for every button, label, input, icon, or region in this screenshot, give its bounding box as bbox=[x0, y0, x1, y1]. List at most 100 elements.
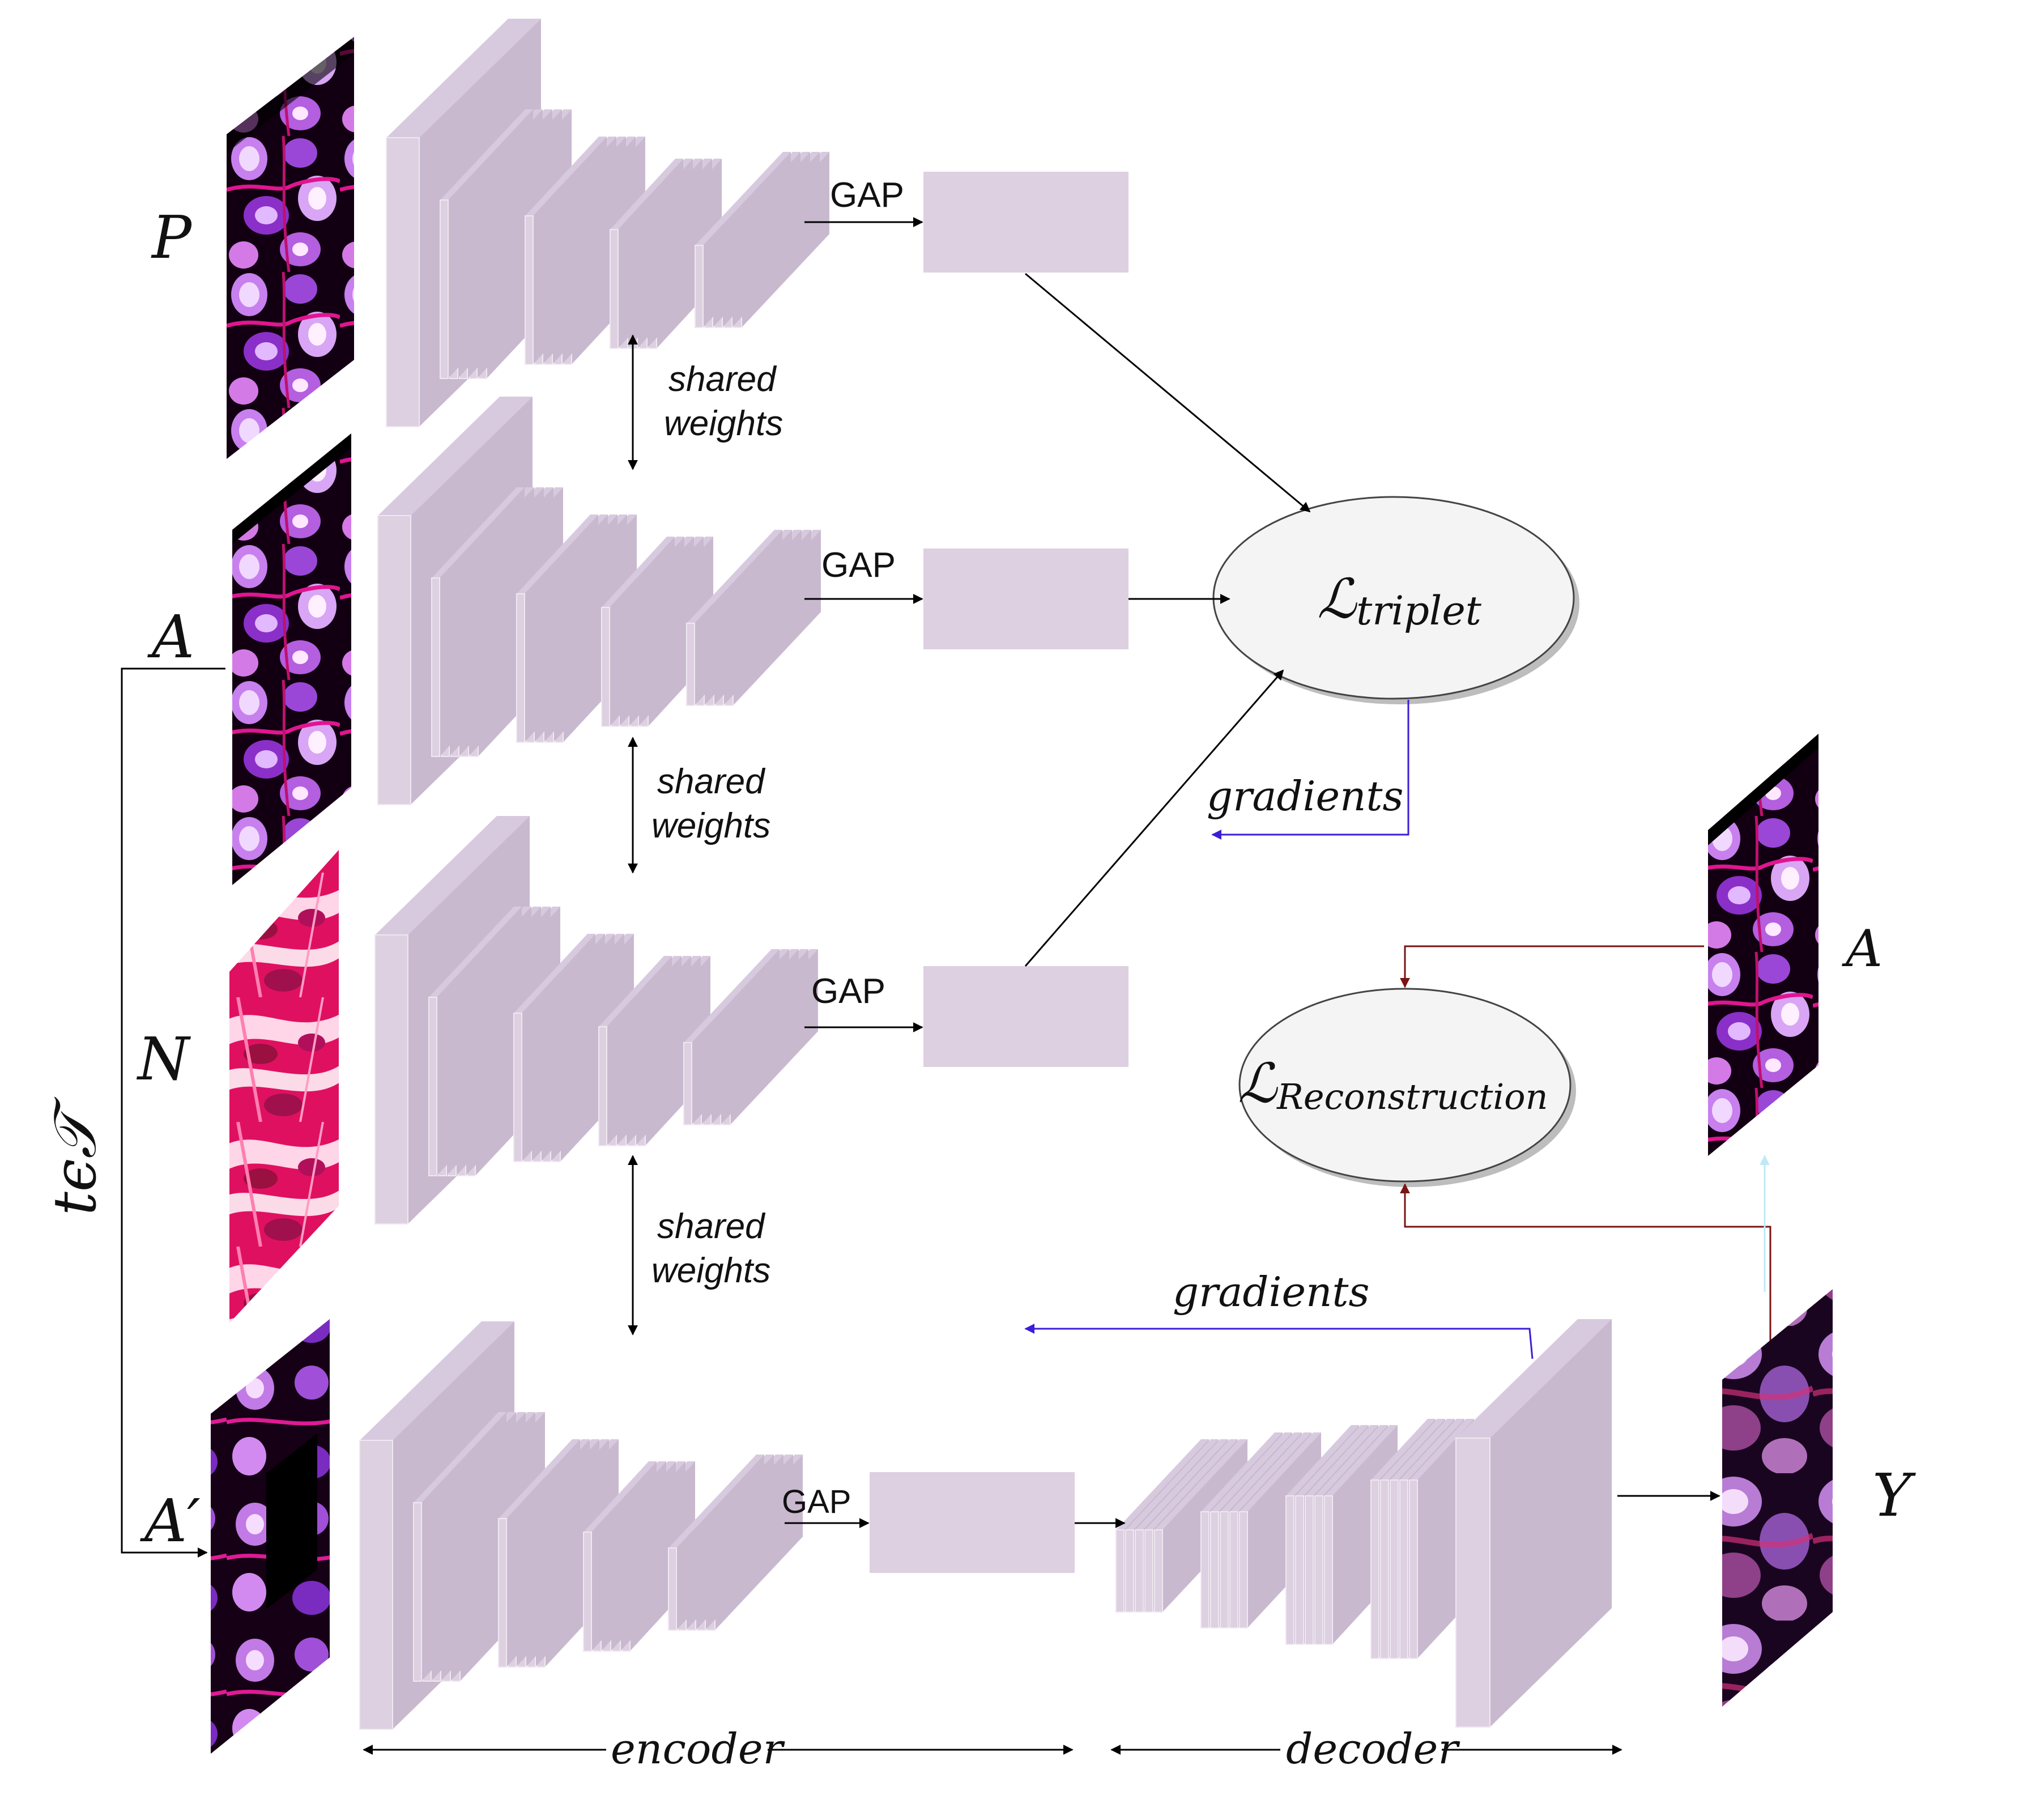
encoder-masked-block-0-layer-0-front bbox=[413, 1502, 422, 1682]
encoder-anchor-block-2-layer-0-side bbox=[610, 537, 675, 726]
encoder-negative-block-1-layer-0-side bbox=[522, 934, 595, 1162]
encoder-positive-block-0-layer-0-top bbox=[440, 109, 533, 200]
label-positive: P bbox=[151, 203, 193, 272]
shared-weights-3: shared weights bbox=[628, 1155, 770, 1336]
encoder-stack-positive bbox=[386, 19, 829, 427]
gap-connector-positive: GAP bbox=[804, 176, 923, 227]
label-output: Y bbox=[1872, 1461, 1916, 1530]
decoder-block-1-layer-4-front bbox=[1239, 1511, 1248, 1628]
decoder-gradients-label: gradients bbox=[1173, 1268, 1369, 1316]
target-image bbox=[1708, 734, 1818, 1156]
decoder-block-2-layer-2-front bbox=[1305, 1495, 1314, 1645]
triplet-loss-symbol: ℒ bbox=[1317, 567, 1357, 631]
decoder-block-0-layer-2-top bbox=[1135, 1439, 1228, 1530]
decoder-block-1-layer-4-top bbox=[1240, 1432, 1321, 1512]
decoder-block-2-layer-1-top bbox=[1296, 1425, 1369, 1496]
positive-to-triplet-arrow bbox=[1025, 273, 1311, 513]
encoder-masked-block-1-layer-0-side bbox=[506, 1439, 580, 1667]
encoder-positive-block-1-layer-0-front bbox=[525, 215, 534, 365]
encoder-anchor-block-2-layer-0-top bbox=[602, 537, 675, 607]
decoder-block-3-layer-3-front bbox=[1399, 1479, 1408, 1659]
output-to-reconstruction-arrow bbox=[1400, 1183, 1771, 1359]
decoder-block-2-layer-0-front bbox=[1285, 1495, 1294, 1645]
decoder-label: decoder bbox=[1286, 1725, 1460, 1774]
decoder-block-1-layer-1-top bbox=[1211, 1432, 1292, 1512]
decoder-block-2-layer-3-front bbox=[1314, 1495, 1323, 1645]
decoder-stack bbox=[1115, 1319, 1612, 1728]
encoder-anchor-input-layer-front bbox=[377, 515, 411, 805]
encoder-positive-block-3-layer-0-side bbox=[703, 152, 791, 328]
output-image bbox=[1722, 1289, 1833, 1707]
encoder-anchor-block-3-layer-0-front bbox=[686, 623, 695, 706]
decoder-block-1-layer-1-front bbox=[1210, 1511, 1219, 1628]
encoder-negative-block-0-layer-0-side bbox=[437, 907, 522, 1176]
encoder-negative-block-3-layer-0-side bbox=[692, 949, 780, 1125]
label-anchor: A bbox=[147, 602, 194, 671]
decoder-block-1-layer-3-front bbox=[1229, 1511, 1238, 1628]
decoder-block-3-layer-3-top bbox=[1400, 1419, 1464, 1480]
transform-bracket bbox=[121, 667, 225, 1558]
encoder-stacks bbox=[359, 19, 829, 1730]
shared-weights-2: shared weights bbox=[628, 737, 770, 874]
triplet-gradients-arrow bbox=[1211, 700, 1409, 840]
encoder-positive-block-2-layer-0-side bbox=[618, 159, 683, 348]
decoder-block-2-layer-4-top bbox=[1324, 1425, 1398, 1496]
encoder-anchor-block-0-layer-0-side bbox=[440, 487, 525, 756]
encoder-masked-block-1-layer-0-top bbox=[499, 1439, 580, 1519]
encoder-positive-input-layer-front bbox=[386, 137, 420, 427]
label-target: A bbox=[1842, 919, 1883, 979]
shared-weights-1: shared weights bbox=[628, 334, 783, 470]
encoder-negative-block-2-layer-0-top bbox=[599, 956, 672, 1027]
encoder-anchor-input-layer-top bbox=[378, 397, 533, 516]
encoder-anchor-block-1-layer-0-front bbox=[516, 593, 525, 743]
decoder-block-1-layer-0-top bbox=[1201, 1432, 1283, 1512]
encoder-anchor-block-3-layer-0-side bbox=[695, 530, 782, 705]
encoder-positive-input-layer-top bbox=[386, 19, 541, 138]
decoder-output-layer-side bbox=[1490, 1319, 1612, 1727]
triplet-gradients-label: gradients bbox=[1207, 772, 1403, 820]
encoder-masked-block-0-layer-0-top bbox=[414, 1412, 506, 1503]
decoder-block-1-layer-2-top bbox=[1220, 1432, 1302, 1512]
gap-label-anchor: GAP bbox=[821, 546, 896, 585]
decoder-block-1-layer-3-top bbox=[1230, 1432, 1311, 1512]
encoder-anchor-block-0-layer-0-top bbox=[432, 487, 525, 578]
shared-weights-1-line1: shared bbox=[668, 360, 777, 399]
encoder-positive-block-0-layer-0-side bbox=[448, 109, 533, 379]
encoder-negative-block-1-layer-0-top bbox=[514, 934, 595, 1013]
decoder-block-1-layer-0-front bbox=[1200, 1511, 1209, 1628]
decoder-block-1-layer-2-front bbox=[1220, 1511, 1229, 1628]
positive-image bbox=[227, 37, 354, 459]
embedding-block-negative bbox=[923, 966, 1128, 1067]
shared-weights-1-line2: weights bbox=[664, 404, 783, 443]
encoder-stack-masked bbox=[359, 1321, 803, 1730]
encoder-masked-block-1-layer-0-front bbox=[498, 1518, 507, 1668]
label-transformed-anchor: A′ bbox=[140, 1486, 201, 1555]
decoder-block-0-layer-2-front bbox=[1135, 1529, 1144, 1613]
decoder-block-2-layer-0-top bbox=[1286, 1425, 1359, 1496]
label-negative: N bbox=[136, 1024, 191, 1094]
decoder-block-3-layer-0-top bbox=[1371, 1419, 1436, 1480]
decoder-block-0-layer-0-front bbox=[1115, 1529, 1125, 1613]
decoder-block-3-layer-2-top bbox=[1390, 1419, 1455, 1480]
decoder-block-2-layer-2-top bbox=[1305, 1425, 1378, 1496]
shared-weights-3-line2: weights bbox=[651, 1251, 770, 1290]
encoder-positive-block-1-layer-0-side bbox=[533, 137, 607, 364]
encoder-masked-block-3-layer-0-top bbox=[668, 1455, 764, 1548]
encoder-stack-anchor bbox=[377, 397, 821, 805]
reconstruction-loss-node: ℒReconstruction bbox=[1238, 988, 1576, 1187]
gap-label-negative: GAP bbox=[811, 972, 885, 1011]
decoder-block-0-layer-4-front bbox=[1154, 1529, 1163, 1613]
encoder-masked-block-2-layer-0-top bbox=[584, 1461, 657, 1532]
negative-to-triplet-arrow bbox=[1024, 669, 1284, 967]
decoder-block-0-layer-3-top bbox=[1145, 1439, 1238, 1530]
encoder-masked-block-3-layer-0-front bbox=[668, 1547, 677, 1631]
decoder-block-2-layer-3-top bbox=[1315, 1425, 1388, 1496]
decoder-block-0-layer-1-front bbox=[1125, 1529, 1134, 1613]
masked-anchor-image bbox=[211, 1319, 330, 1754]
decoder-block-0-layer-0-top bbox=[1116, 1439, 1209, 1530]
decoder-block-0-layer-3-front bbox=[1144, 1529, 1153, 1613]
gap-connector-masked: GAP bbox=[782, 1483, 870, 1528]
triplet-loss-label: ℒtriplet bbox=[1317, 567, 1482, 634]
gap-label-masked: GAP bbox=[782, 1483, 851, 1520]
encoder-positive-block-2-layer-0-top bbox=[610, 159, 683, 229]
